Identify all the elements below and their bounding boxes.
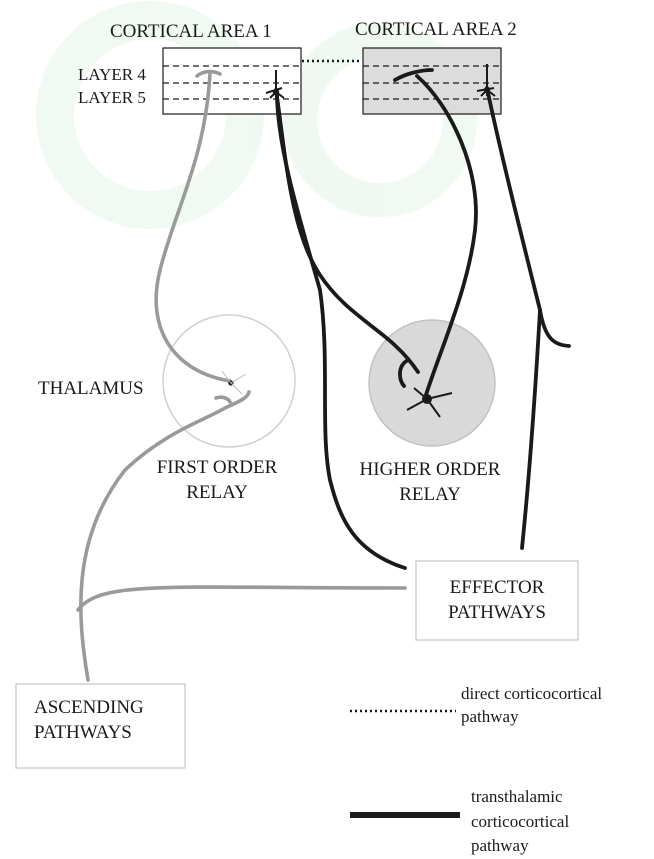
effector-pathways-box bbox=[416, 561, 578, 640]
cortical-area-2-box bbox=[363, 48, 501, 114]
cortical-area-1-title: CORTICAL AREA 1 bbox=[110, 21, 272, 42]
legend-transthalamic-label-line3: pathway bbox=[471, 836, 529, 855]
thalamus-label: THALAMUS bbox=[38, 378, 144, 399]
legend-direct-label-line2: pathway bbox=[461, 707, 519, 726]
first-order-relay-label-line2: RELAY bbox=[186, 482, 248, 503]
layer-5-label: LAYER 5 bbox=[78, 88, 146, 107]
effector-pathways-label-line2: PATHWAYS bbox=[448, 602, 546, 623]
higher-order-relay-label-line1: HIGHER ORDER bbox=[360, 459, 501, 480]
ascending-pathways-label-line1: ASCENDING bbox=[34, 697, 144, 718]
ascending-pathways-label-line2: PATHWAYS bbox=[34, 722, 132, 743]
layer-4-label: LAYER 4 bbox=[78, 65, 146, 84]
legend-direct-label-line1: direct corticocortical bbox=[461, 684, 602, 703]
higher-order-relay-label-line2: RELAY bbox=[399, 484, 461, 505]
legend-transthalamic-label-line1: transthalamic bbox=[471, 787, 563, 806]
legend-transthalamic-label-line2: corticocortical bbox=[471, 812, 569, 831]
effector-pathways-label-line1: EFFECTOR bbox=[450, 577, 545, 598]
cortical-area-1-box bbox=[163, 48, 301, 114]
first-order-relay-label-line1: FIRST ORDER bbox=[157, 457, 278, 478]
cortical-area-2-title: CORTICAL AREA 2 bbox=[355, 19, 517, 40]
